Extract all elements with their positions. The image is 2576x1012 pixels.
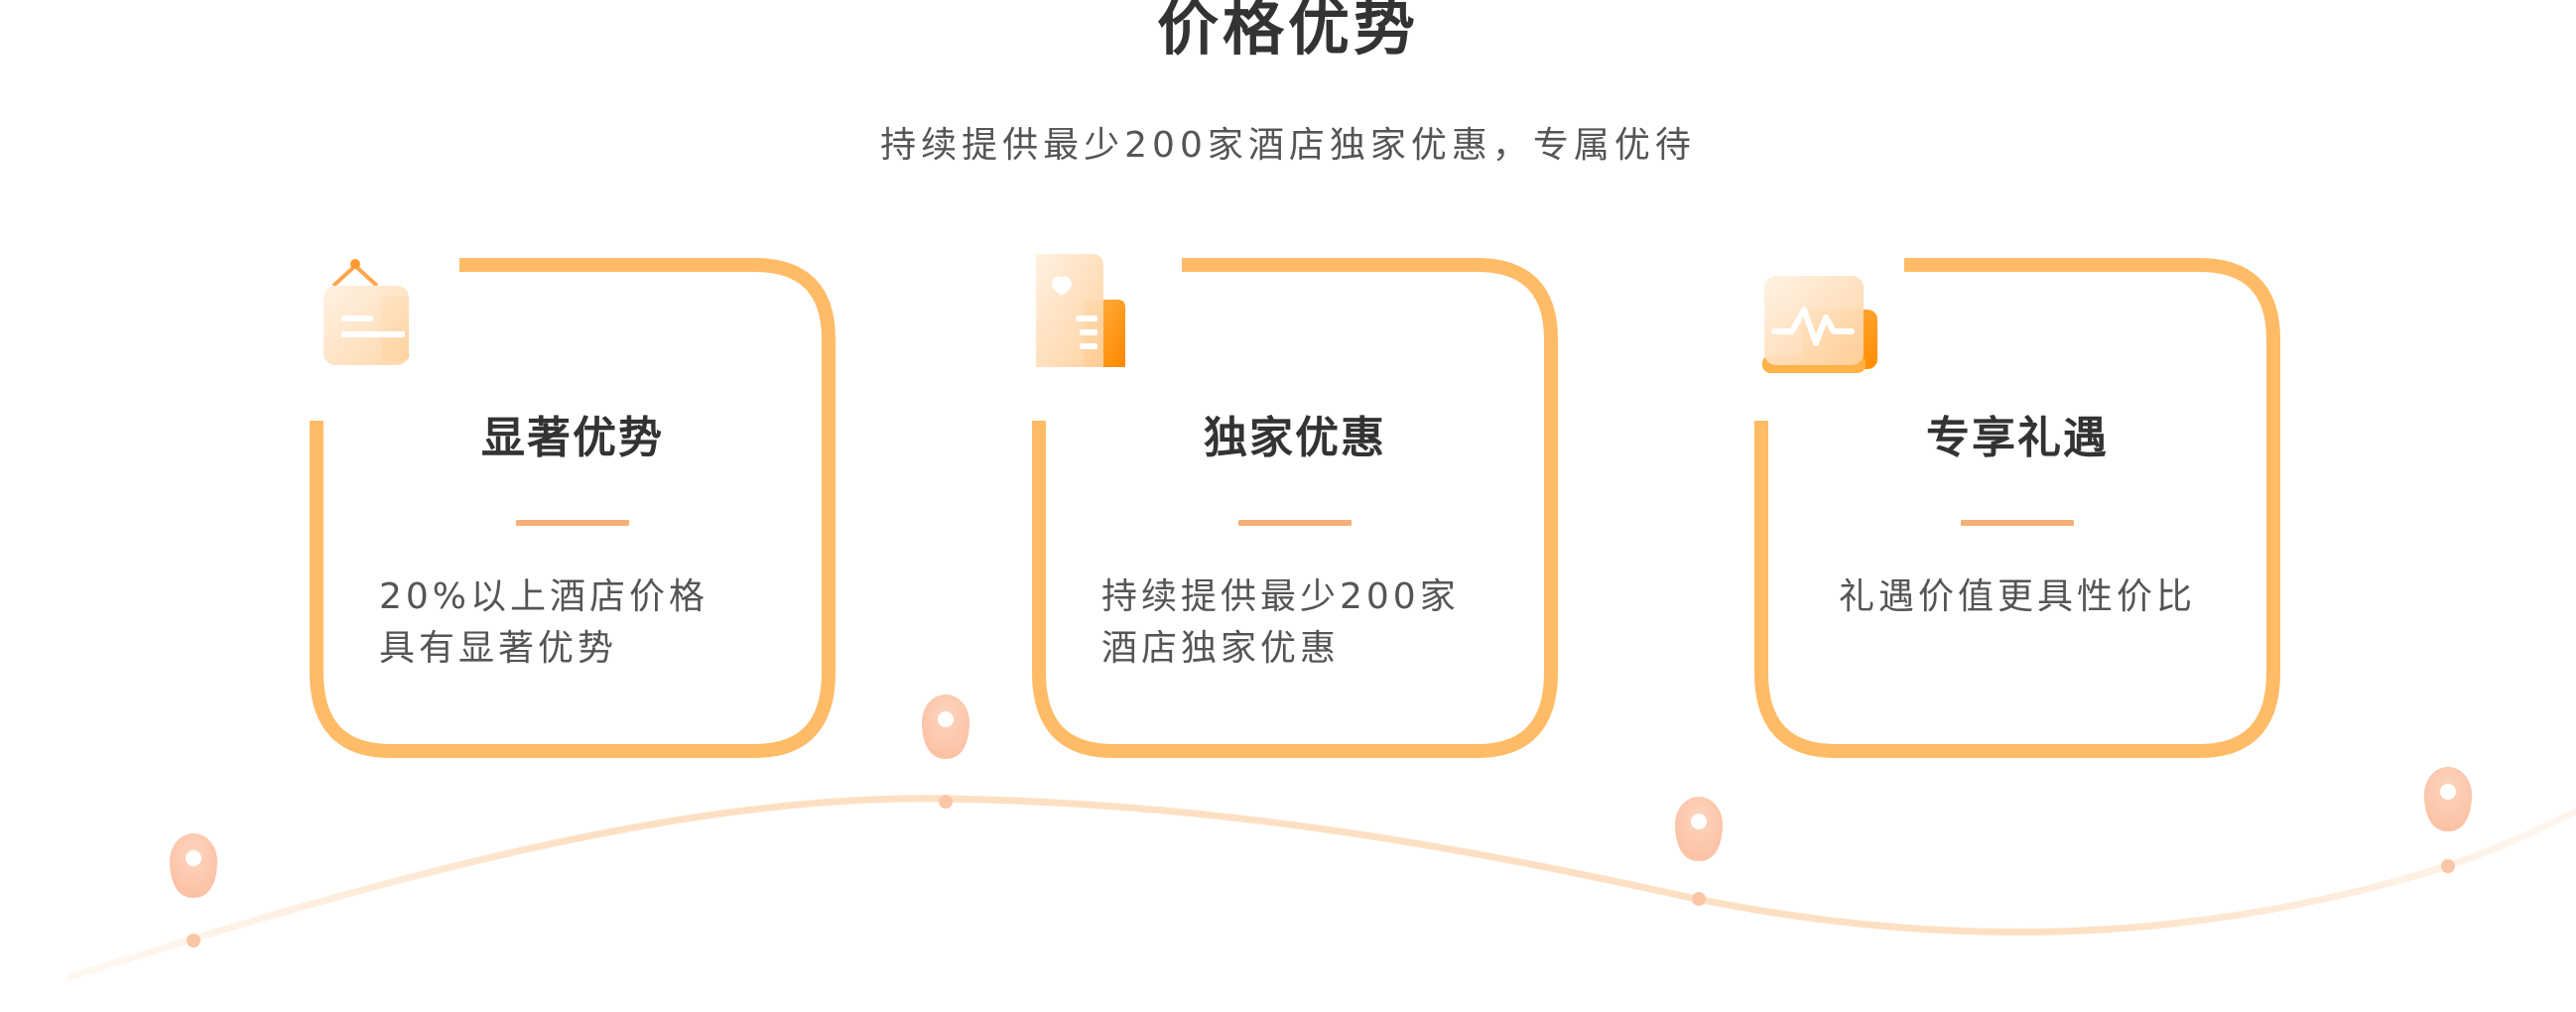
description-line: 20%以上酒店价格 <box>379 576 709 617</box>
map-pin-icon <box>922 695 969 809</box>
card-frame <box>1032 258 1558 758</box>
card-frame <box>310 258 836 758</box>
card-title: 独家优惠 <box>1204 413 1386 463</box>
page-subtitle: 持续提供最少200家酒店独家优惠，专属优待 <box>880 125 1696 166</box>
feature-card-exclusive-offer: 独家优惠 持续提供最少200家 酒店独家优惠 <box>1032 254 1558 758</box>
pulse-monitor-icon <box>1762 276 1877 373</box>
description-line: 具有显著优势 <box>379 628 618 669</box>
description-line: 持续提供最少200家 <box>1101 576 1460 617</box>
card-frame <box>1754 258 2280 758</box>
card-description: 20%以上酒店价格 具有显著优势 <box>379 571 708 675</box>
feature-card-exclusive-courtesy: 专享礼遇 礼遇价值更具性价比 <box>1754 258 2280 758</box>
route-line <box>65 795 2576 981</box>
map-pin-icon <box>2424 767 2472 873</box>
description-line: 礼遇价值更具性价比 <box>1838 576 2196 617</box>
title-divider <box>516 520 629 526</box>
card-description: 礼遇价值更具性价比 <box>1754 571 2280 623</box>
heart-document-icon <box>1036 254 1125 367</box>
page-title: 价格优势 <box>1156 0 1419 63</box>
card-title: 显著优势 <box>481 413 664 463</box>
title-divider <box>1961 520 2074 526</box>
description-line: 酒店独家优惠 <box>1101 628 1341 669</box>
price-tag-icon <box>323 259 409 365</box>
card-description: 持续提供最少200家 酒店独家优惠 <box>1101 571 1460 675</box>
map-pin-icon <box>1675 797 1723 906</box>
map-pin-icon <box>170 833 217 948</box>
card-title: 专享礼遇 <box>1926 413 2109 463</box>
title-divider <box>1238 520 1352 526</box>
feature-card-significant-advantage: 显著优势 20%以上酒店价格 具有显著优势 <box>310 258 836 758</box>
